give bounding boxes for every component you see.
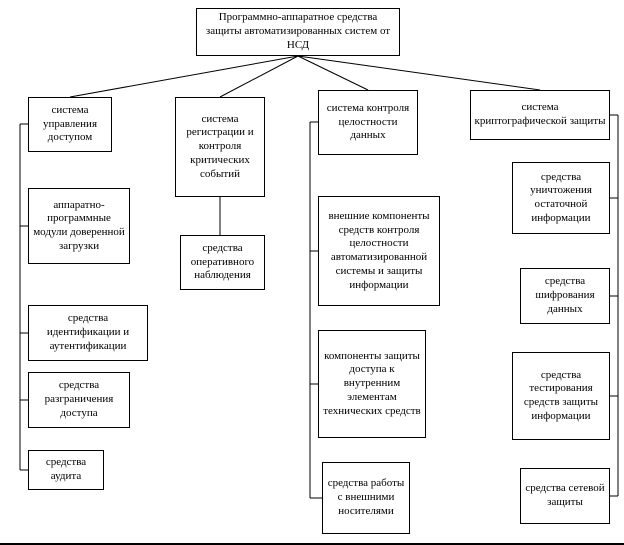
node-event-registration-system: система регистрации и контроля критическ…	[175, 97, 265, 197]
node-residual-info-destruction: средства уничтожения остаточной информац…	[512, 162, 610, 234]
node-data-encryption: средства шифрования данных	[520, 268, 610, 324]
node-audit-tools: средства аудита	[28, 450, 104, 490]
node-access-delimitation: средства разграничения доступа	[28, 372, 130, 428]
node-protection-testing-tools: средства тестирования средств защиты инф…	[512, 352, 610, 440]
node-cryptographic-protection-system: система криптографической защиты	[470, 90, 610, 140]
node-root: Программно-аппаратное средства защиты ав…	[196, 8, 400, 56]
node-integrity-control-system: система контроля целостности данных	[318, 90, 418, 155]
node-identification-authentication: средства идентификации и аутентификации	[28, 305, 148, 361]
node-network-protection: средства сетевой защиты	[520, 468, 610, 524]
node-external-integrity-components: внешние компоненты средств контроля цело…	[318, 196, 440, 306]
node-access-control-system: система управления доступом	[28, 97, 112, 152]
node-internal-access-protection-components: компоненты защиты доступа к внутренним э…	[318, 330, 426, 438]
node-trusted-boot-modules: аппаратно-программные модули доверенной …	[28, 188, 130, 264]
node-operational-monitoring: средства оперативного наблюдения	[180, 235, 265, 290]
node-external-media-tools: средства работы с внешними носителями	[322, 462, 410, 534]
